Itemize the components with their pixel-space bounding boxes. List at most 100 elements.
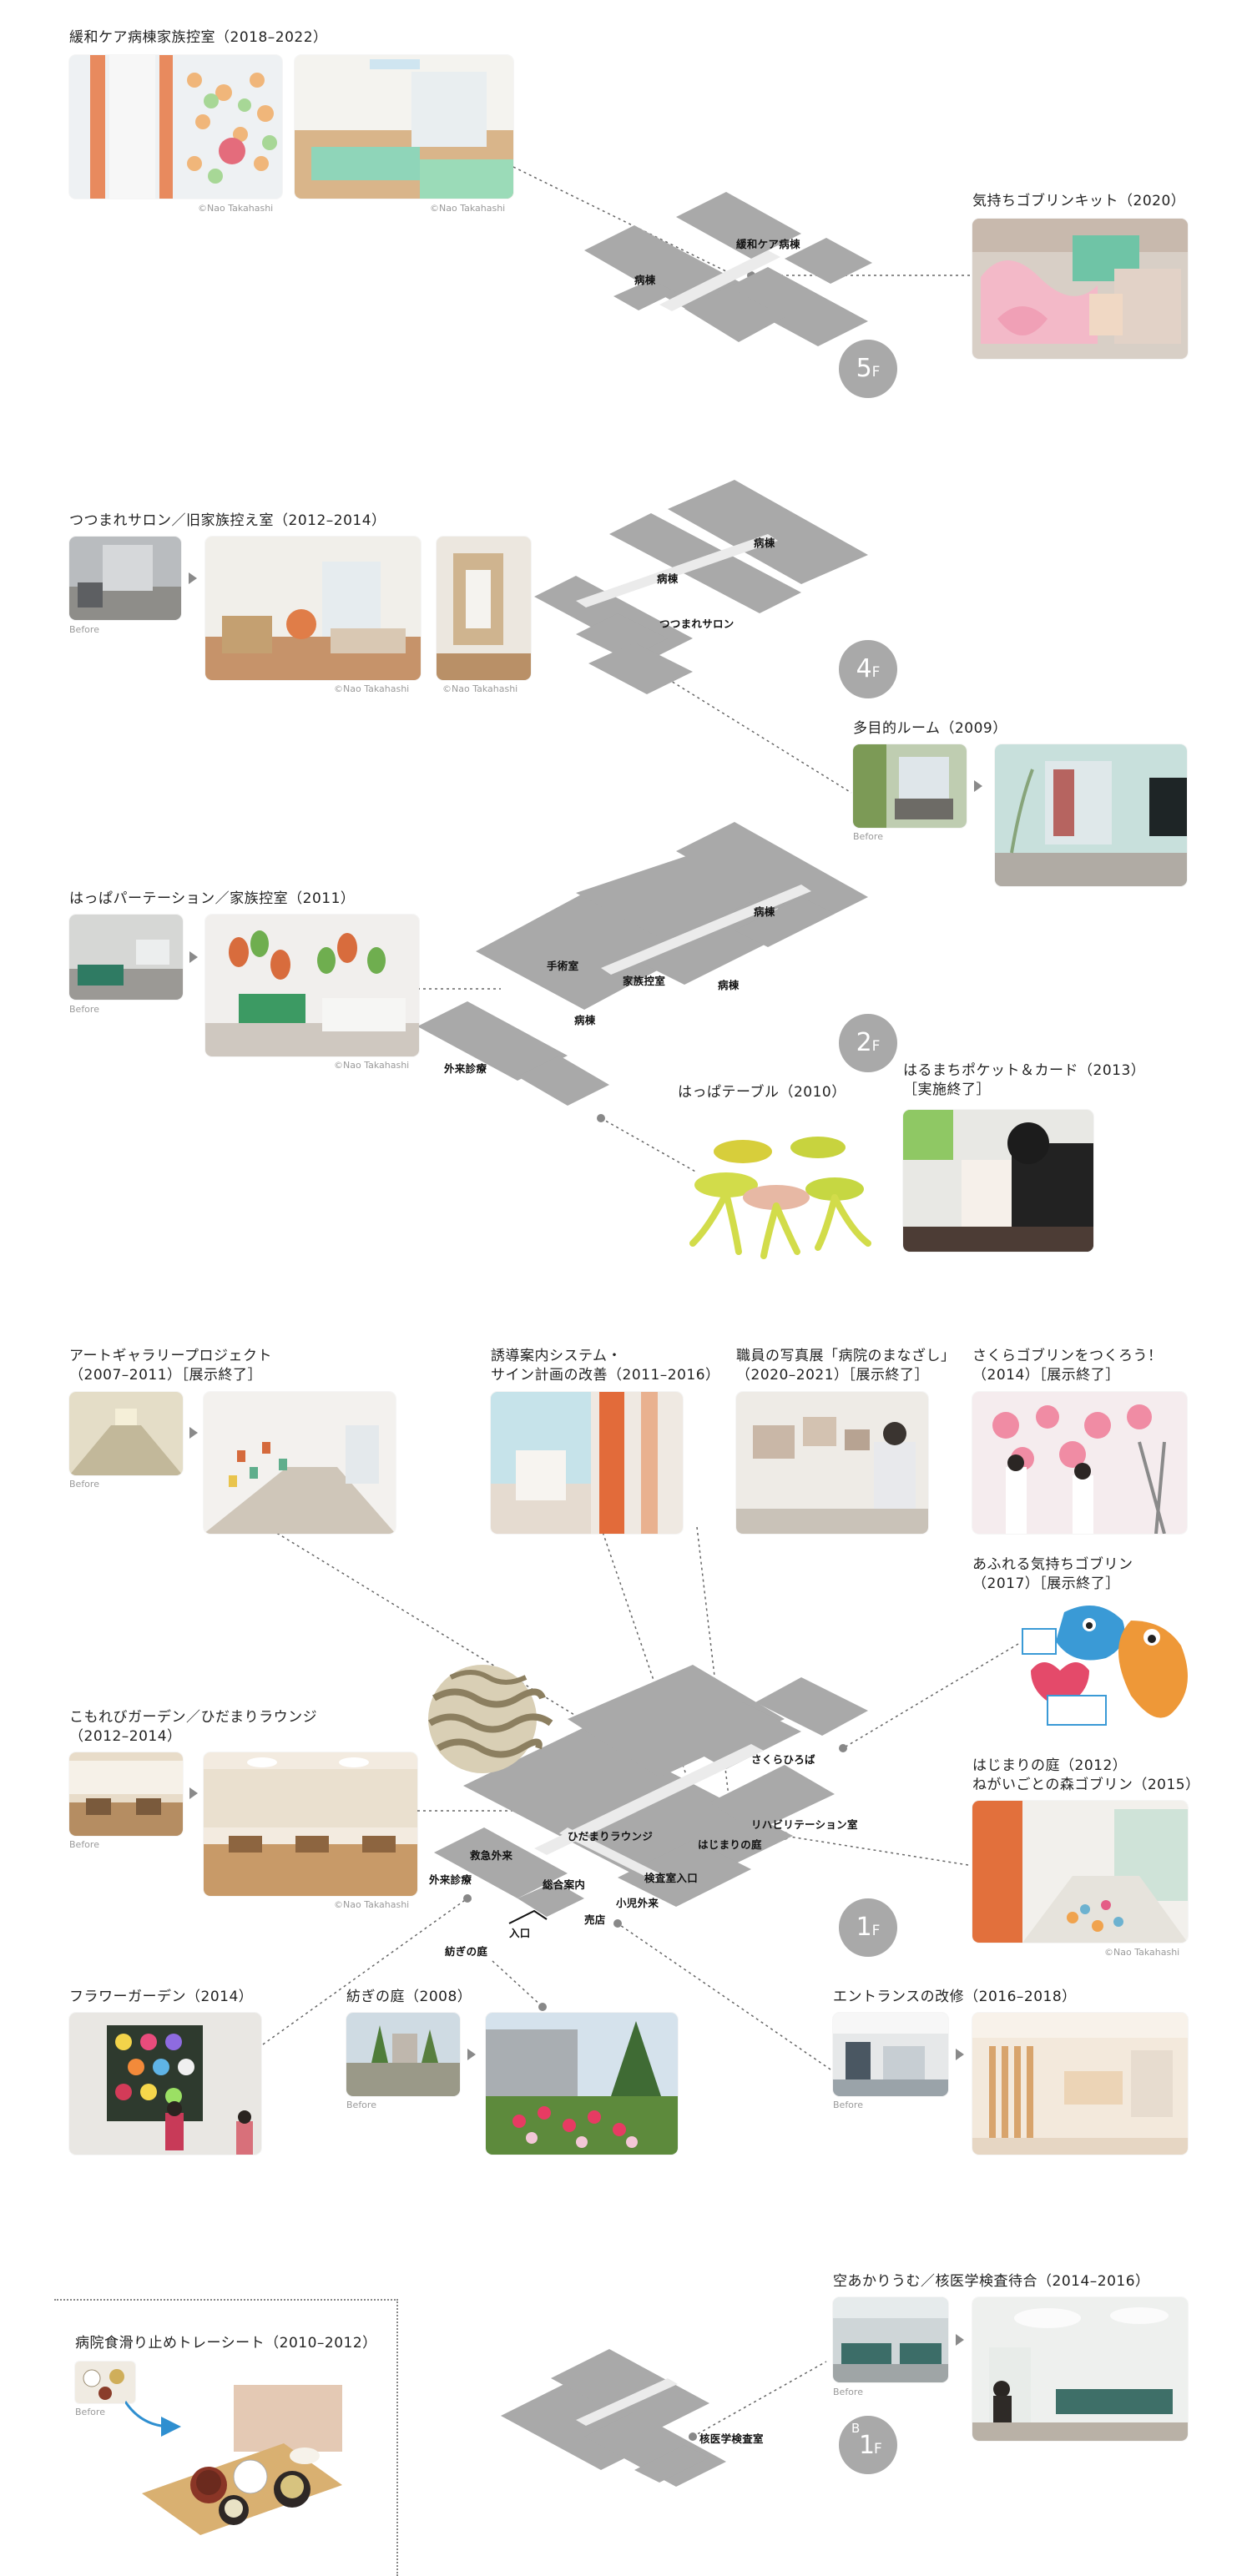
photo-sora-after xyxy=(972,2297,1188,2441)
before-label: Before xyxy=(833,2100,863,2110)
project-title: 気持ちゴブリンキット（2020） xyxy=(972,193,1186,209)
map-label: 病棟 xyxy=(634,274,656,286)
map-label: 紡ぎの庭 xyxy=(445,1945,488,1958)
map-label: さくらひろば xyxy=(751,1753,815,1766)
photo-kimochi-kit xyxy=(972,219,1188,359)
photo-tray-before xyxy=(75,2362,135,2403)
photo-salon-entrance xyxy=(437,537,531,680)
photo-credit: ©Nao Takahashi xyxy=(334,1060,410,1071)
connector-line xyxy=(617,1923,831,2070)
photo-kanwa-wall xyxy=(69,55,282,199)
before-after-arrow xyxy=(189,951,198,963)
project-title: あふれる気持ちゴブリン xyxy=(972,1556,1133,1573)
map-label: 入口 xyxy=(509,1927,531,1939)
photo-sakura-goblin xyxy=(972,1392,1187,1534)
floor-badge-5f: 5F xyxy=(839,340,897,398)
before-after-arrow xyxy=(189,572,197,584)
before-after-arrow xyxy=(956,2334,964,2346)
photo-tsumugi-before xyxy=(346,2013,460,2096)
photo-sora-before xyxy=(833,2297,948,2382)
photo-salon-before xyxy=(69,537,181,620)
floor-badge-1f: 1F xyxy=(839,1898,897,1957)
photo-flower-garden xyxy=(69,2013,261,2155)
project-title: 多目的ルーム（2009） xyxy=(853,720,1007,737)
map-label: 病棟 xyxy=(574,1014,596,1026)
komorebi-pattern-circle xyxy=(427,1665,553,1773)
map-label: 病棟 xyxy=(754,537,775,549)
photo-credit: ©Nao Takahashi xyxy=(198,203,274,214)
map-label: ひだまりラウンジ xyxy=(568,1830,654,1843)
photo-credit: ©Nao Takahashi xyxy=(442,683,518,694)
photo-entrance-after xyxy=(972,2013,1188,2155)
photo-komorebi-after xyxy=(204,1752,417,1896)
floor-badge-4f: 4F xyxy=(839,640,897,698)
photo-tamokuteki-before xyxy=(853,744,967,828)
before-after-arrow xyxy=(956,2049,964,2060)
photo-afureru-goblin xyxy=(1014,1596,1194,1737)
photo-entrance-before xyxy=(833,2013,948,2096)
before-label: Before xyxy=(75,2407,105,2417)
project-title: サイン計画の改善（2011–2016） xyxy=(491,1367,720,1384)
floor-map-2f xyxy=(417,822,868,1106)
map-label: はじまりの庭 xyxy=(698,1838,762,1851)
project-title: （2007–2011）［展示終了］ xyxy=(69,1367,263,1384)
project-title: つつまれサロン／旧家族控え室（2012–2014） xyxy=(69,512,386,529)
project-title: 紡ぎの庭（2008） xyxy=(346,1989,472,2005)
map-label: 外来診療 xyxy=(429,1873,472,1886)
floor-map-5f xyxy=(584,192,872,346)
photo-hajimari xyxy=(972,1801,1188,1943)
photo-exhibition xyxy=(736,1392,928,1534)
project-title: 病院食滑り止めトレーシート（2010–2012） xyxy=(75,2335,377,2352)
project-title: 空あかりうむ／核医学検査待合（2014–2016） xyxy=(833,2273,1150,2290)
map-label: リハビリテーション室 xyxy=(751,1818,858,1831)
project-title: はっぱパーテーション／家族控室（2011） xyxy=(69,890,356,907)
map-label: つつまれサロン xyxy=(659,618,735,630)
map-label: 核医学検査室 xyxy=(699,2432,764,2445)
photo-tray-after xyxy=(125,2385,351,2539)
map-label: 外来診療 xyxy=(444,1062,487,1075)
photo-credit: ©Nao Takahashi xyxy=(334,1899,410,1910)
before-label: Before xyxy=(346,2100,376,2110)
before-after-arrow xyxy=(189,1787,198,1799)
photo-partition-before xyxy=(69,915,183,1000)
tray-sheet-frame xyxy=(54,2299,398,2576)
before-label: Before xyxy=(69,1839,99,1850)
photo-tsumugi-after xyxy=(486,2013,678,2155)
photo-credit: ©Nao Takahashi xyxy=(1104,1947,1180,1958)
project-title: （2017）［展示終了］ xyxy=(972,1575,1120,1592)
connector-line xyxy=(692,2361,827,2437)
project-title: さくらゴブリンをつくろう！ xyxy=(972,1348,1163,1364)
map-label: 病棟 xyxy=(718,979,740,991)
before-label: Before xyxy=(833,2387,863,2397)
before-label: Before xyxy=(69,624,99,635)
project-title: はじまりの庭（2012） xyxy=(972,1757,1128,1774)
photo-harumachi xyxy=(903,1110,1093,1252)
before-label: Before xyxy=(69,1479,99,1490)
photo-gallery-before xyxy=(69,1392,183,1475)
connector-line xyxy=(600,1117,698,1173)
photo-partition-after xyxy=(205,915,419,1056)
project-title-note: ［実施終了］ xyxy=(903,1081,991,1098)
project-title: ねがいごとの森ゴブリン（2015） xyxy=(972,1777,1200,1793)
project-title: エントランスの改修（2016–2018） xyxy=(833,1989,1077,2005)
photo-credit: ©Nao Takahashi xyxy=(430,203,506,214)
photo-gallery-after xyxy=(204,1392,396,1534)
photo-credit: ©Nao Takahashi xyxy=(334,683,410,694)
connector-line xyxy=(642,663,852,794)
project-title: はっぱテーブル（2010） xyxy=(678,1084,846,1101)
project-title: （2014）［展示終了］ xyxy=(972,1367,1120,1384)
photo-tamokuteki-after xyxy=(995,744,1187,886)
project-title: 職員の写真展「病院のまなざし」 xyxy=(736,1348,956,1364)
project-title: （2012–2014） xyxy=(69,1728,182,1745)
map-label: 家族控室 xyxy=(623,975,666,987)
connector-line xyxy=(262,1898,468,2045)
floor-map-b1f xyxy=(501,2349,726,2487)
before-after-arrow xyxy=(467,2049,476,2060)
photo-sign xyxy=(491,1392,683,1534)
map-label: 検査室入口 xyxy=(644,1872,699,1884)
project-title: （2020–2021）［展示終了］ xyxy=(736,1367,930,1384)
map-label: 小児外来 xyxy=(616,1897,659,1909)
